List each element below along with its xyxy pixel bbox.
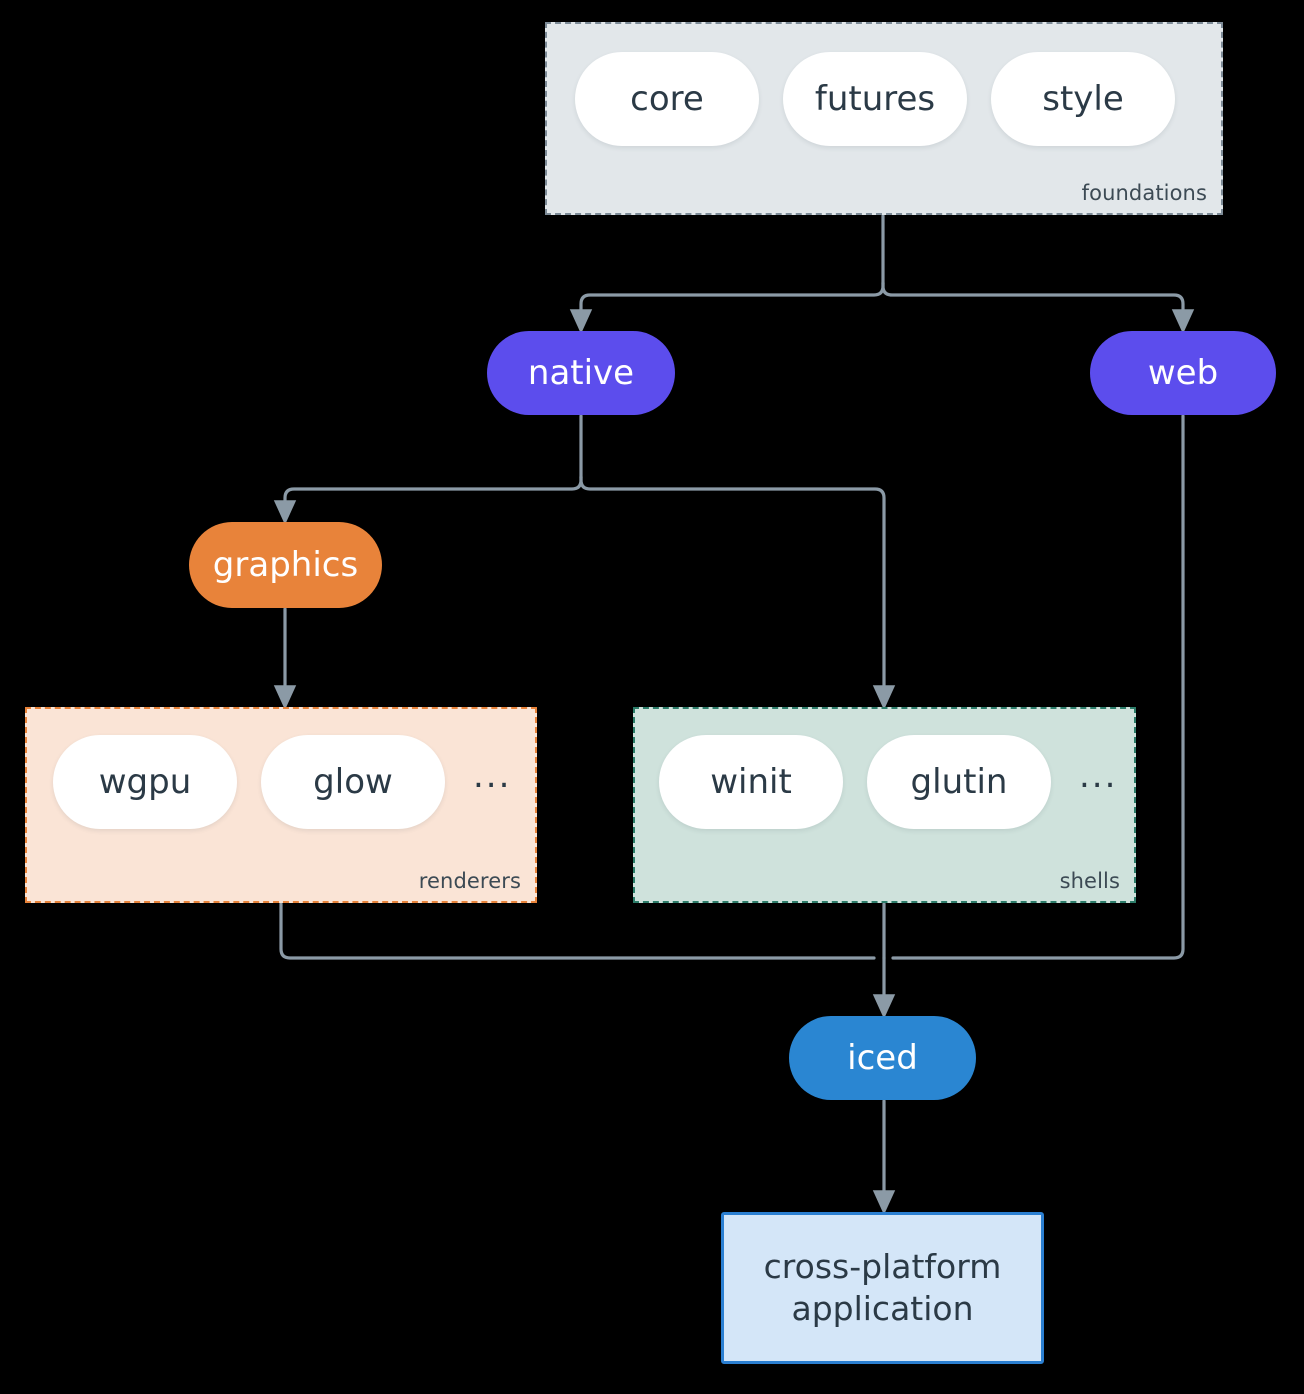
- edge-native-to-shells: [579, 475, 896, 710]
- app-label-line2: application: [791, 1289, 974, 1328]
- chip-style[interactable]: style: [991, 52, 1175, 146]
- edge-renderers-to-merge: [279, 902, 876, 960]
- shells-more-ellipsis: ...: [1079, 755, 1118, 796]
- app-label-line1: cross-platform: [763, 1246, 1002, 1286]
- edge-foundations-to-web: [881, 281, 1195, 334]
- chip-glow[interactable]: glow: [261, 735, 445, 829]
- chip-core[interactable]: core: [575, 52, 759, 146]
- node-iced[interactable]: iced: [789, 1016, 976, 1100]
- chip-futures[interactable]: futures: [783, 52, 967, 146]
- group-foundations-items: core futures style: [575, 52, 1175, 146]
- edge-native-to-graphics: [273, 475, 583, 525]
- group-shells-label: shells: [1059, 869, 1120, 893]
- chip-wgpu[interactable]: wgpu: [53, 735, 237, 829]
- node-web[interactable]: web: [1090, 331, 1276, 415]
- node-native[interactable]: native: [487, 331, 675, 415]
- chip-winit[interactable]: winit: [659, 735, 843, 829]
- edge-foundations-to-native: [569, 281, 885, 334]
- group-renderers: wgpu glow ... renderers: [25, 707, 537, 903]
- group-renderers-items: wgpu glow ...: [53, 735, 515, 829]
- node-cross-platform-application[interactable]: cross-platform application: [721, 1212, 1044, 1364]
- chip-glutin[interactable]: glutin: [867, 735, 1051, 829]
- node-graphics[interactable]: graphics: [189, 522, 382, 608]
- group-foundations-label: foundations: [1081, 181, 1207, 205]
- group-foundations: core futures style foundations: [545, 22, 1223, 215]
- group-shells: winit glutin ... shells: [633, 707, 1136, 903]
- group-renderers-label: renderers: [418, 869, 521, 893]
- group-shells-items: winit glutin ...: [659, 735, 1121, 829]
- renderers-more-ellipsis: ...: [473, 755, 512, 796]
